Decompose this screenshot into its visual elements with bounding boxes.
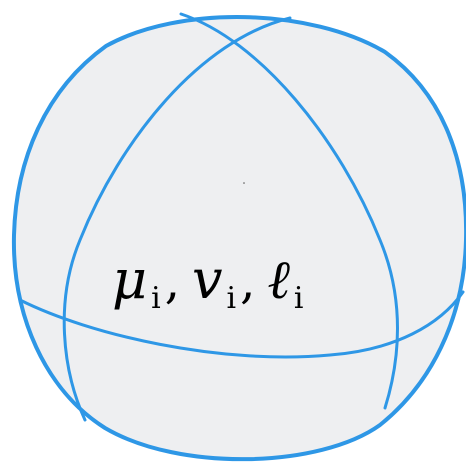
nu-subscript: i bbox=[227, 281, 237, 316]
sphere-outline bbox=[11, 15, 466, 462]
meridian-arc-right bbox=[62, 16, 292, 422]
center-dot bbox=[243, 182, 245, 184]
mu-subscript: i bbox=[151, 281, 161, 316]
variable-label: μ i , v i , ℓ i bbox=[112, 248, 303, 316]
equator-arc bbox=[18, 290, 465, 359]
separator-1: , bbox=[165, 254, 180, 310]
ell-subscript: i bbox=[294, 281, 304, 316]
mu-symbol: μ bbox=[112, 248, 147, 311]
meridian-arc-left bbox=[179, 12, 399, 410]
separator-2: , bbox=[240, 254, 255, 310]
nu-symbol: v bbox=[192, 248, 223, 311]
ell-symbol: ℓ bbox=[267, 248, 290, 311]
